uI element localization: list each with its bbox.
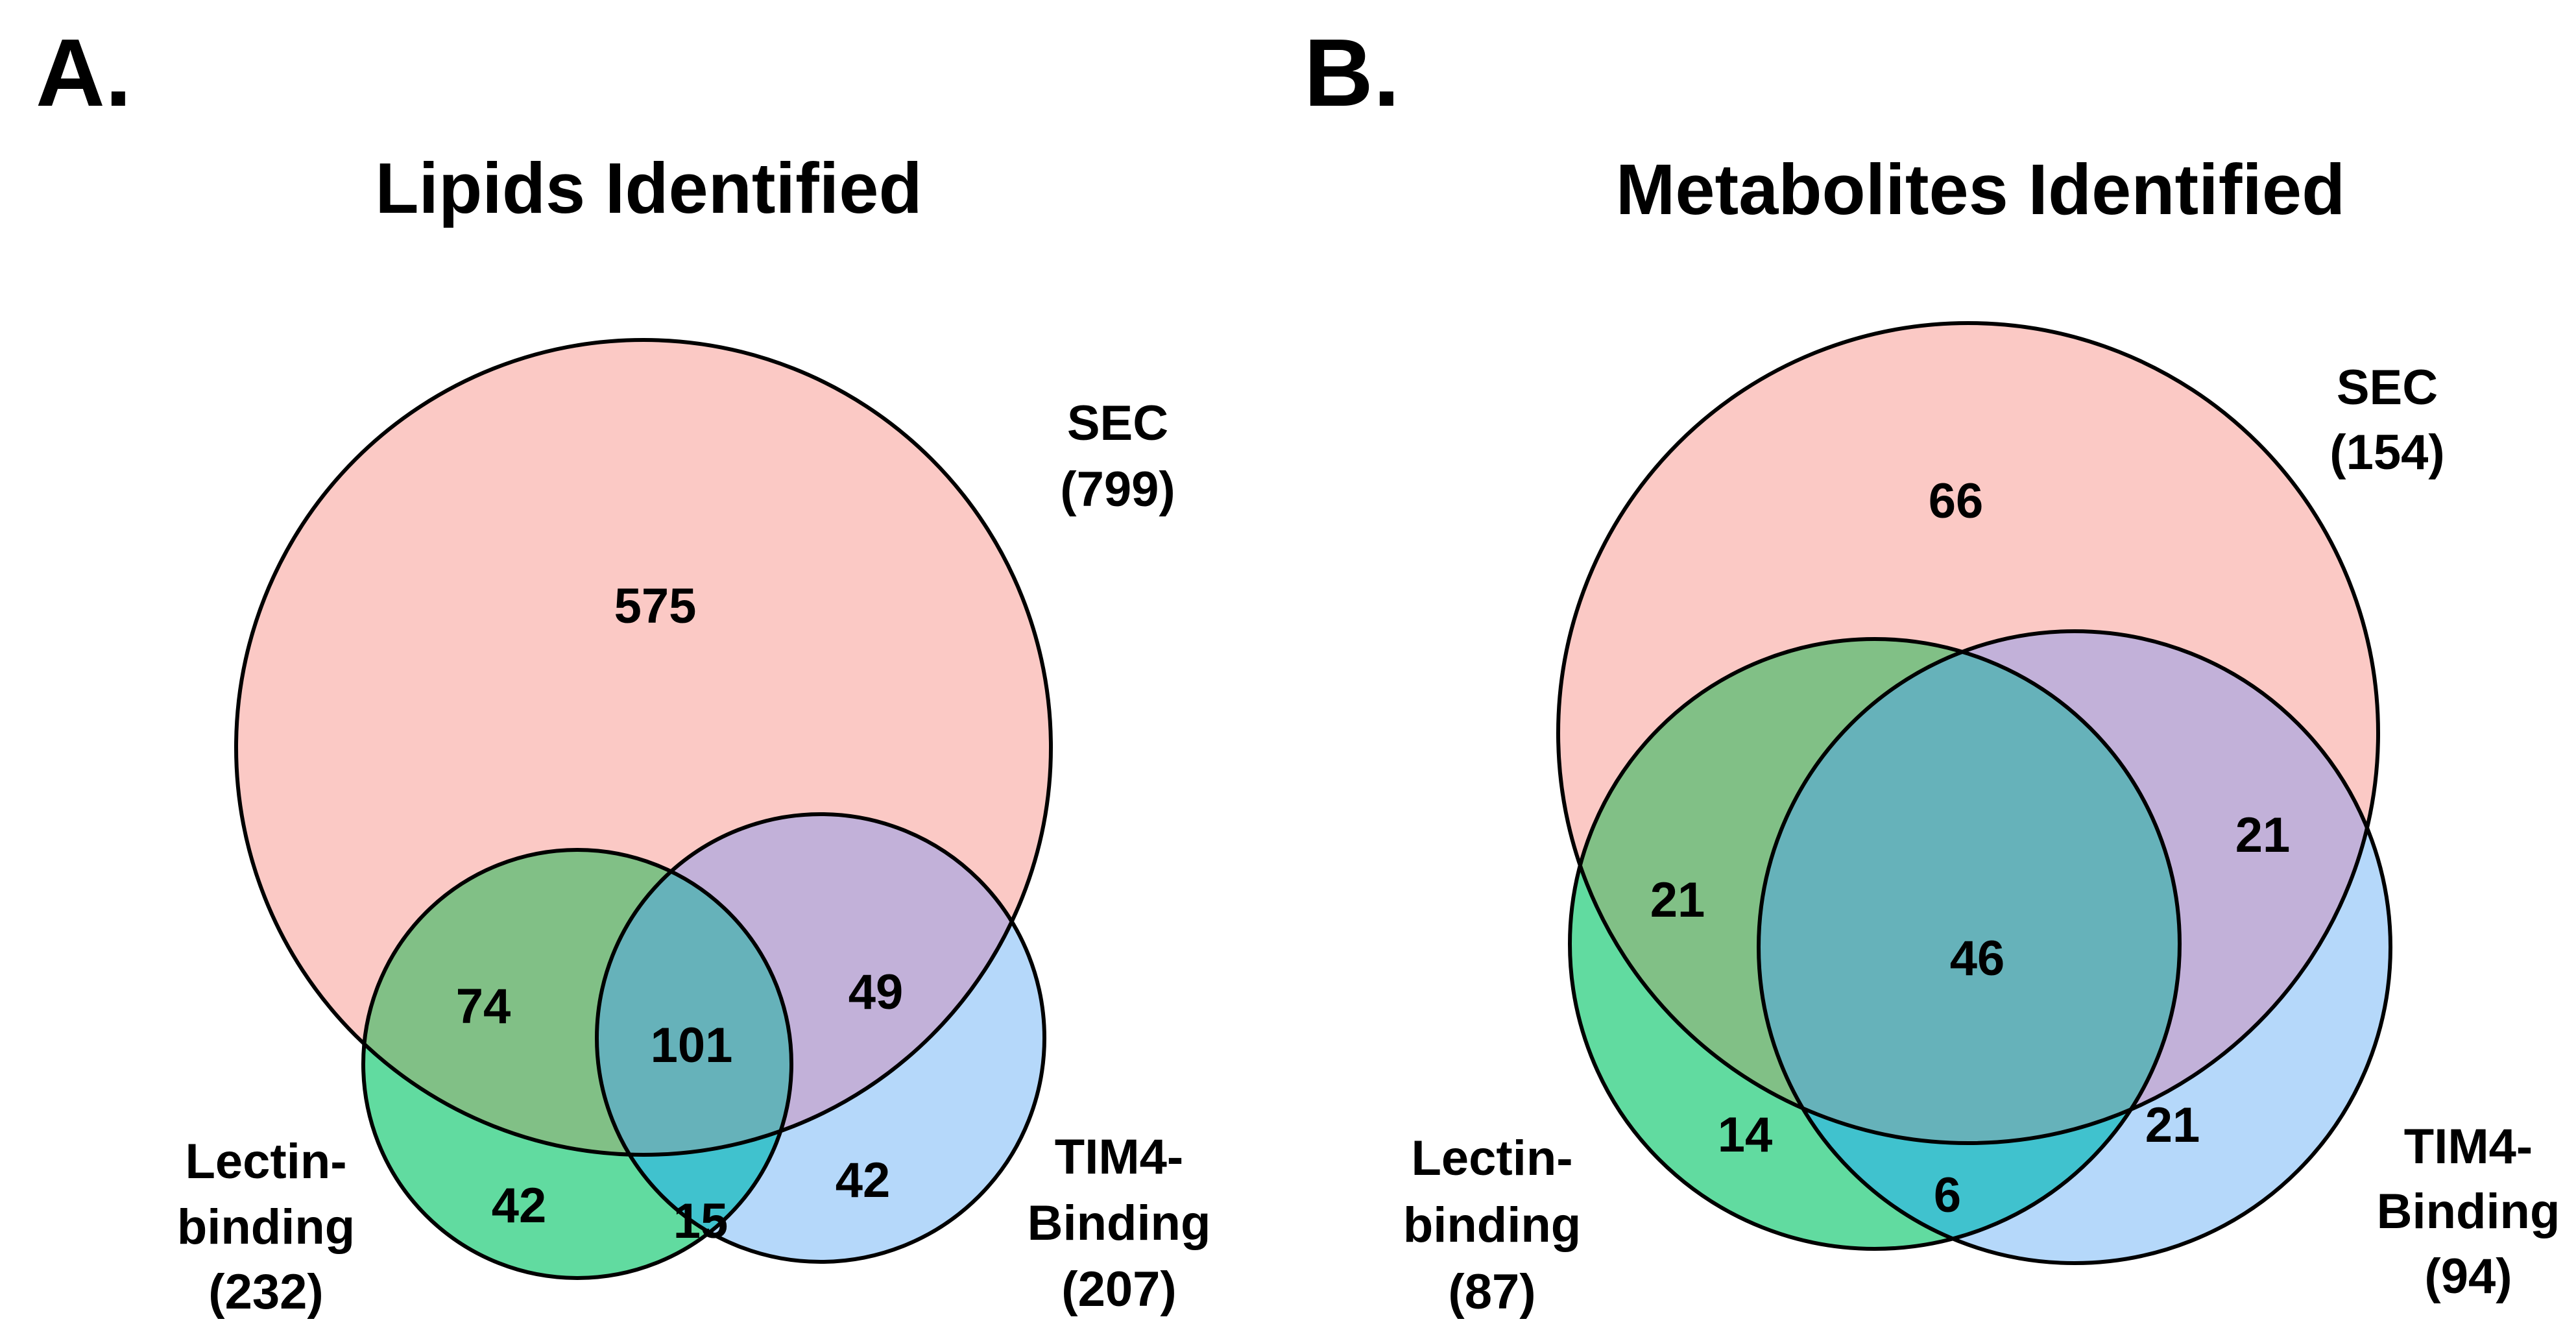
count-sec-lectin: 74	[456, 979, 511, 1034]
lectin-circle-outline	[361, 848, 793, 1280]
tim4-set-label-line3: (207)	[1061, 1262, 1176, 1317]
center-overlap-shape	[1759, 639, 2180, 1143]
count-lectin-tim4: 6	[1934, 1168, 1961, 1223]
sec-circle-outline	[234, 338, 1053, 1157]
count-sec-tim4: 49	[849, 965, 904, 1020]
lectin-set-label-line2: binding	[177, 1200, 355, 1255]
tim4-set-label-line1: TIM4-	[1055, 1129, 1183, 1185]
sec-set-label-line2: (799)	[1060, 462, 1175, 517]
panel-title: Metabolites Identified	[1616, 150, 2346, 230]
sec-set-label-line1: SEC	[1067, 396, 1168, 451]
panel-title: Lipids Identified	[375, 149, 922, 228]
count-lectin-only: 42	[492, 1178, 547, 1233]
count-center: 46	[1950, 931, 2005, 986]
tim4-set-label-line2: Binding	[1028, 1196, 1211, 1251]
lectin-set-label-line3: (87)	[1448, 1264, 1535, 1320]
lectin-circle-outline	[1568, 637, 2182, 1251]
tim4-circle-outline	[595, 812, 1046, 1264]
count-sec-lectin: 21	[1650, 873, 1705, 928]
lectin-set-label-line2: binding	[1403, 1198, 1581, 1253]
count-sec-only: 66	[1929, 474, 1984, 529]
sec-set-label-line1: SEC	[2337, 360, 2438, 415]
sec-circle-outline	[1556, 321, 2380, 1145]
tim4-circle-outline	[1757, 629, 2392, 1265]
count-tim4-only: 42	[836, 1153, 891, 1208]
tim4-set-label-line1: TIM4-	[2404, 1119, 2533, 1174]
count-lectin-tim4: 15	[673, 1194, 728, 1249]
lectin-set-label-line1: Lectin-	[1411, 1131, 1572, 1186]
count-sec-only: 575	[614, 579, 697, 634]
lectin-set-label-line1: Lectin-	[185, 1134, 346, 1189]
sec-set-label-line2: (154)	[2329, 425, 2444, 480]
count-center: 101	[651, 1018, 733, 1073]
panel-letter: B.	[1304, 19, 1400, 127]
panel-letter: A.	[36, 19, 132, 127]
count-lectin-only: 14	[1718, 1107, 1773, 1163]
center-overlap	[1759, 639, 2180, 1143]
count-tim4-only: 21	[2145, 1098, 2200, 1153]
panel-lipids: A. Lipids Identified SEC (799) Lectin- b…	[36, 19, 1210, 1320]
lectin-set-label-line3: (232)	[208, 1264, 323, 1320]
tim4-set-label-line2: Binding	[2377, 1184, 2560, 1239]
count-sec-tim4: 21	[2235, 808, 2291, 863]
tim4-set-label-line3: (94)	[2424, 1249, 2512, 1304]
panel-metabolites: B. Metabolites Identified SEC (154) Lect…	[1304, 19, 2560, 1320]
